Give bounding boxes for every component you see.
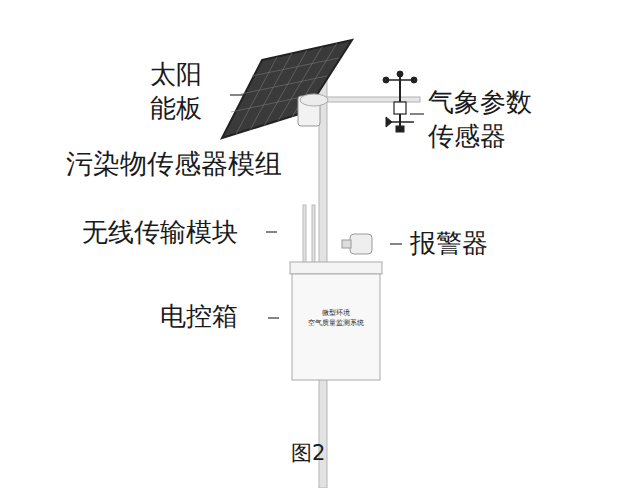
part-label: 太阳 能板 [150,58,210,126]
alarm-bracket [342,240,351,248]
antenna [303,205,306,263]
alarm-unit [350,234,372,254]
figure-caption: 图2 [291,440,325,467]
part-label: 报警器 [410,227,488,261]
leader-lines [230,95,424,318]
module-cap [300,94,328,106]
antenna [312,205,315,263]
panel-grid [231,43,339,134]
part-label: 电控箱 [160,300,238,334]
part-label: 污染物传感器模组 [66,146,282,181]
sensor-arm [325,97,420,102]
box-lid [290,262,382,274]
control-box [292,274,380,380]
weather-sensor [383,71,417,132]
solar-panel [222,40,352,138]
box-text: 微型环境 空气质量监测系统 [306,309,366,329]
part-label: 无线传输模块 [82,216,238,250]
part-label: 气象参数 传感器 [428,86,540,154]
